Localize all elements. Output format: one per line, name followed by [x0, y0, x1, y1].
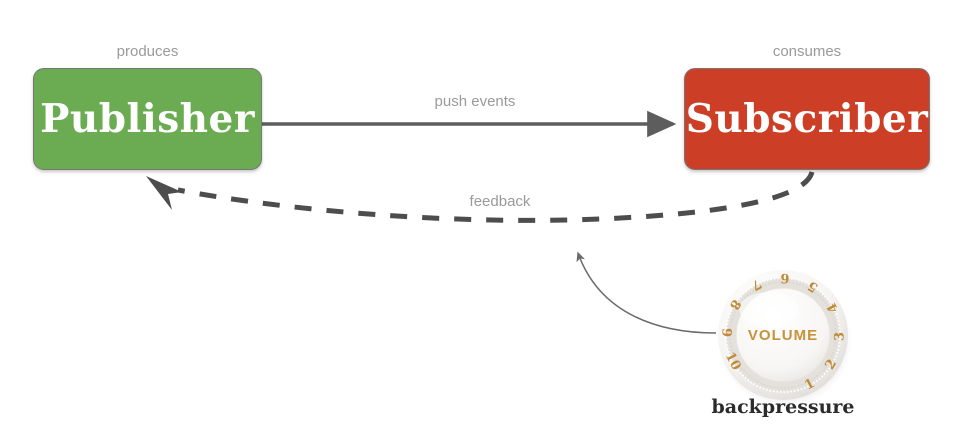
- subscriber-node[interactable]: Subscriber: [684, 68, 930, 170]
- edge-knob-to-feedback: [576, 251, 717, 334]
- knob-number-10: 10: [721, 349, 744, 373]
- feedback-dashed-path: [177, 171, 815, 223]
- knob-number-4: 4: [824, 300, 843, 316]
- edge-feedback: [146, 171, 815, 223]
- knob-number-2: 2: [822, 356, 841, 373]
- knob-gloss: [739, 292, 799, 326]
- consumes-caption: consumes: [772, 43, 842, 60]
- feedback-label: feedback: [469, 193, 531, 210]
- publisher-label: Publisher: [40, 95, 255, 142]
- knob-callout-line: [576, 251, 717, 334]
- feedback-arrowhead: [146, 176, 182, 210]
- knob-number-5: 5: [805, 277, 822, 295]
- knob-number-1: 1: [802, 376, 818, 394]
- produces-caption: produces: [116, 43, 179, 60]
- knob-number-6: 6: [780, 269, 790, 286]
- subscriber-label: Subscriber: [685, 95, 929, 142]
- volume-center-text: VOLUME: [747, 327, 819, 344]
- publisher-node[interactable]: Publisher: [33, 68, 262, 170]
- backpressure-label: backpressure: [711, 396, 855, 418]
- push-events-label: push events: [434, 93, 516, 110]
- knob-number-7: 7: [748, 275, 764, 293]
- knob-number-8: 8: [725, 296, 744, 313]
